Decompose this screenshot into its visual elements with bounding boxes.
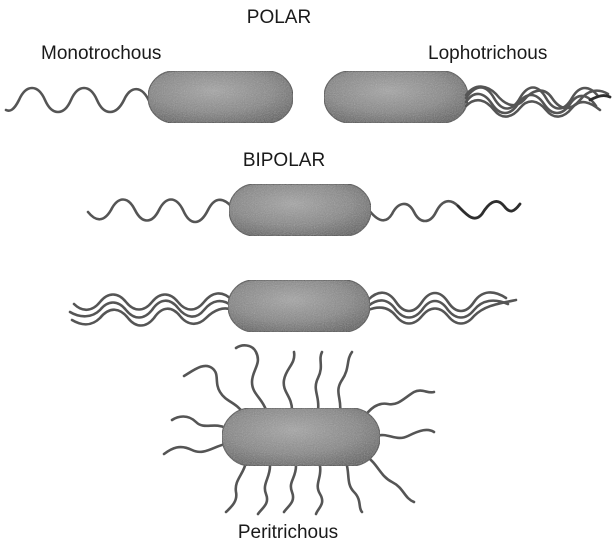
flagellum bbox=[376, 430, 434, 438]
flagellum bbox=[226, 462, 246, 512]
peritrichous-bacterium bbox=[164, 345, 434, 514]
flagellum bbox=[316, 352, 322, 410]
flagellum bbox=[458, 201, 520, 218]
cell-body bbox=[324, 71, 468, 123]
flagellum bbox=[362, 391, 434, 420]
bipolar-lophotrichous-bacterium bbox=[70, 280, 516, 332]
cell-body bbox=[148, 71, 293, 123]
flagellum bbox=[338, 352, 352, 412]
lophotrichous-bacterium bbox=[324, 71, 610, 123]
bipolar-heading: BIPOLAR bbox=[243, 150, 325, 171]
flagellum bbox=[6, 88, 150, 112]
flagellum bbox=[258, 466, 270, 514]
flagellum bbox=[88, 200, 232, 223]
cell-body bbox=[228, 280, 370, 332]
flagellum bbox=[590, 96, 610, 100]
monotrichous-bacterium bbox=[6, 71, 293, 123]
cell-body bbox=[222, 408, 380, 466]
flagellum bbox=[184, 366, 244, 414]
flagellum bbox=[172, 417, 226, 429]
flagellum bbox=[164, 444, 226, 454]
flagellum bbox=[284, 352, 295, 410]
bipolar-monotrichous-bacterium bbox=[88, 184, 520, 236]
polar-heading: POLAR bbox=[247, 7, 311, 28]
flagellum bbox=[236, 345, 266, 410]
cell-body bbox=[229, 184, 371, 236]
flagellum bbox=[346, 462, 362, 512]
lophotrichous-label: Lophotrichous bbox=[428, 43, 547, 64]
monotrichous-label: Monotrochous bbox=[41, 43, 161, 64]
flagellum bbox=[366, 456, 414, 502]
flagellum bbox=[466, 100, 600, 116]
flagellum bbox=[284, 466, 296, 512]
flagellum bbox=[368, 201, 458, 221]
flagellum bbox=[316, 466, 322, 514]
peritrichous-label: Peritrichous bbox=[238, 522, 338, 543]
